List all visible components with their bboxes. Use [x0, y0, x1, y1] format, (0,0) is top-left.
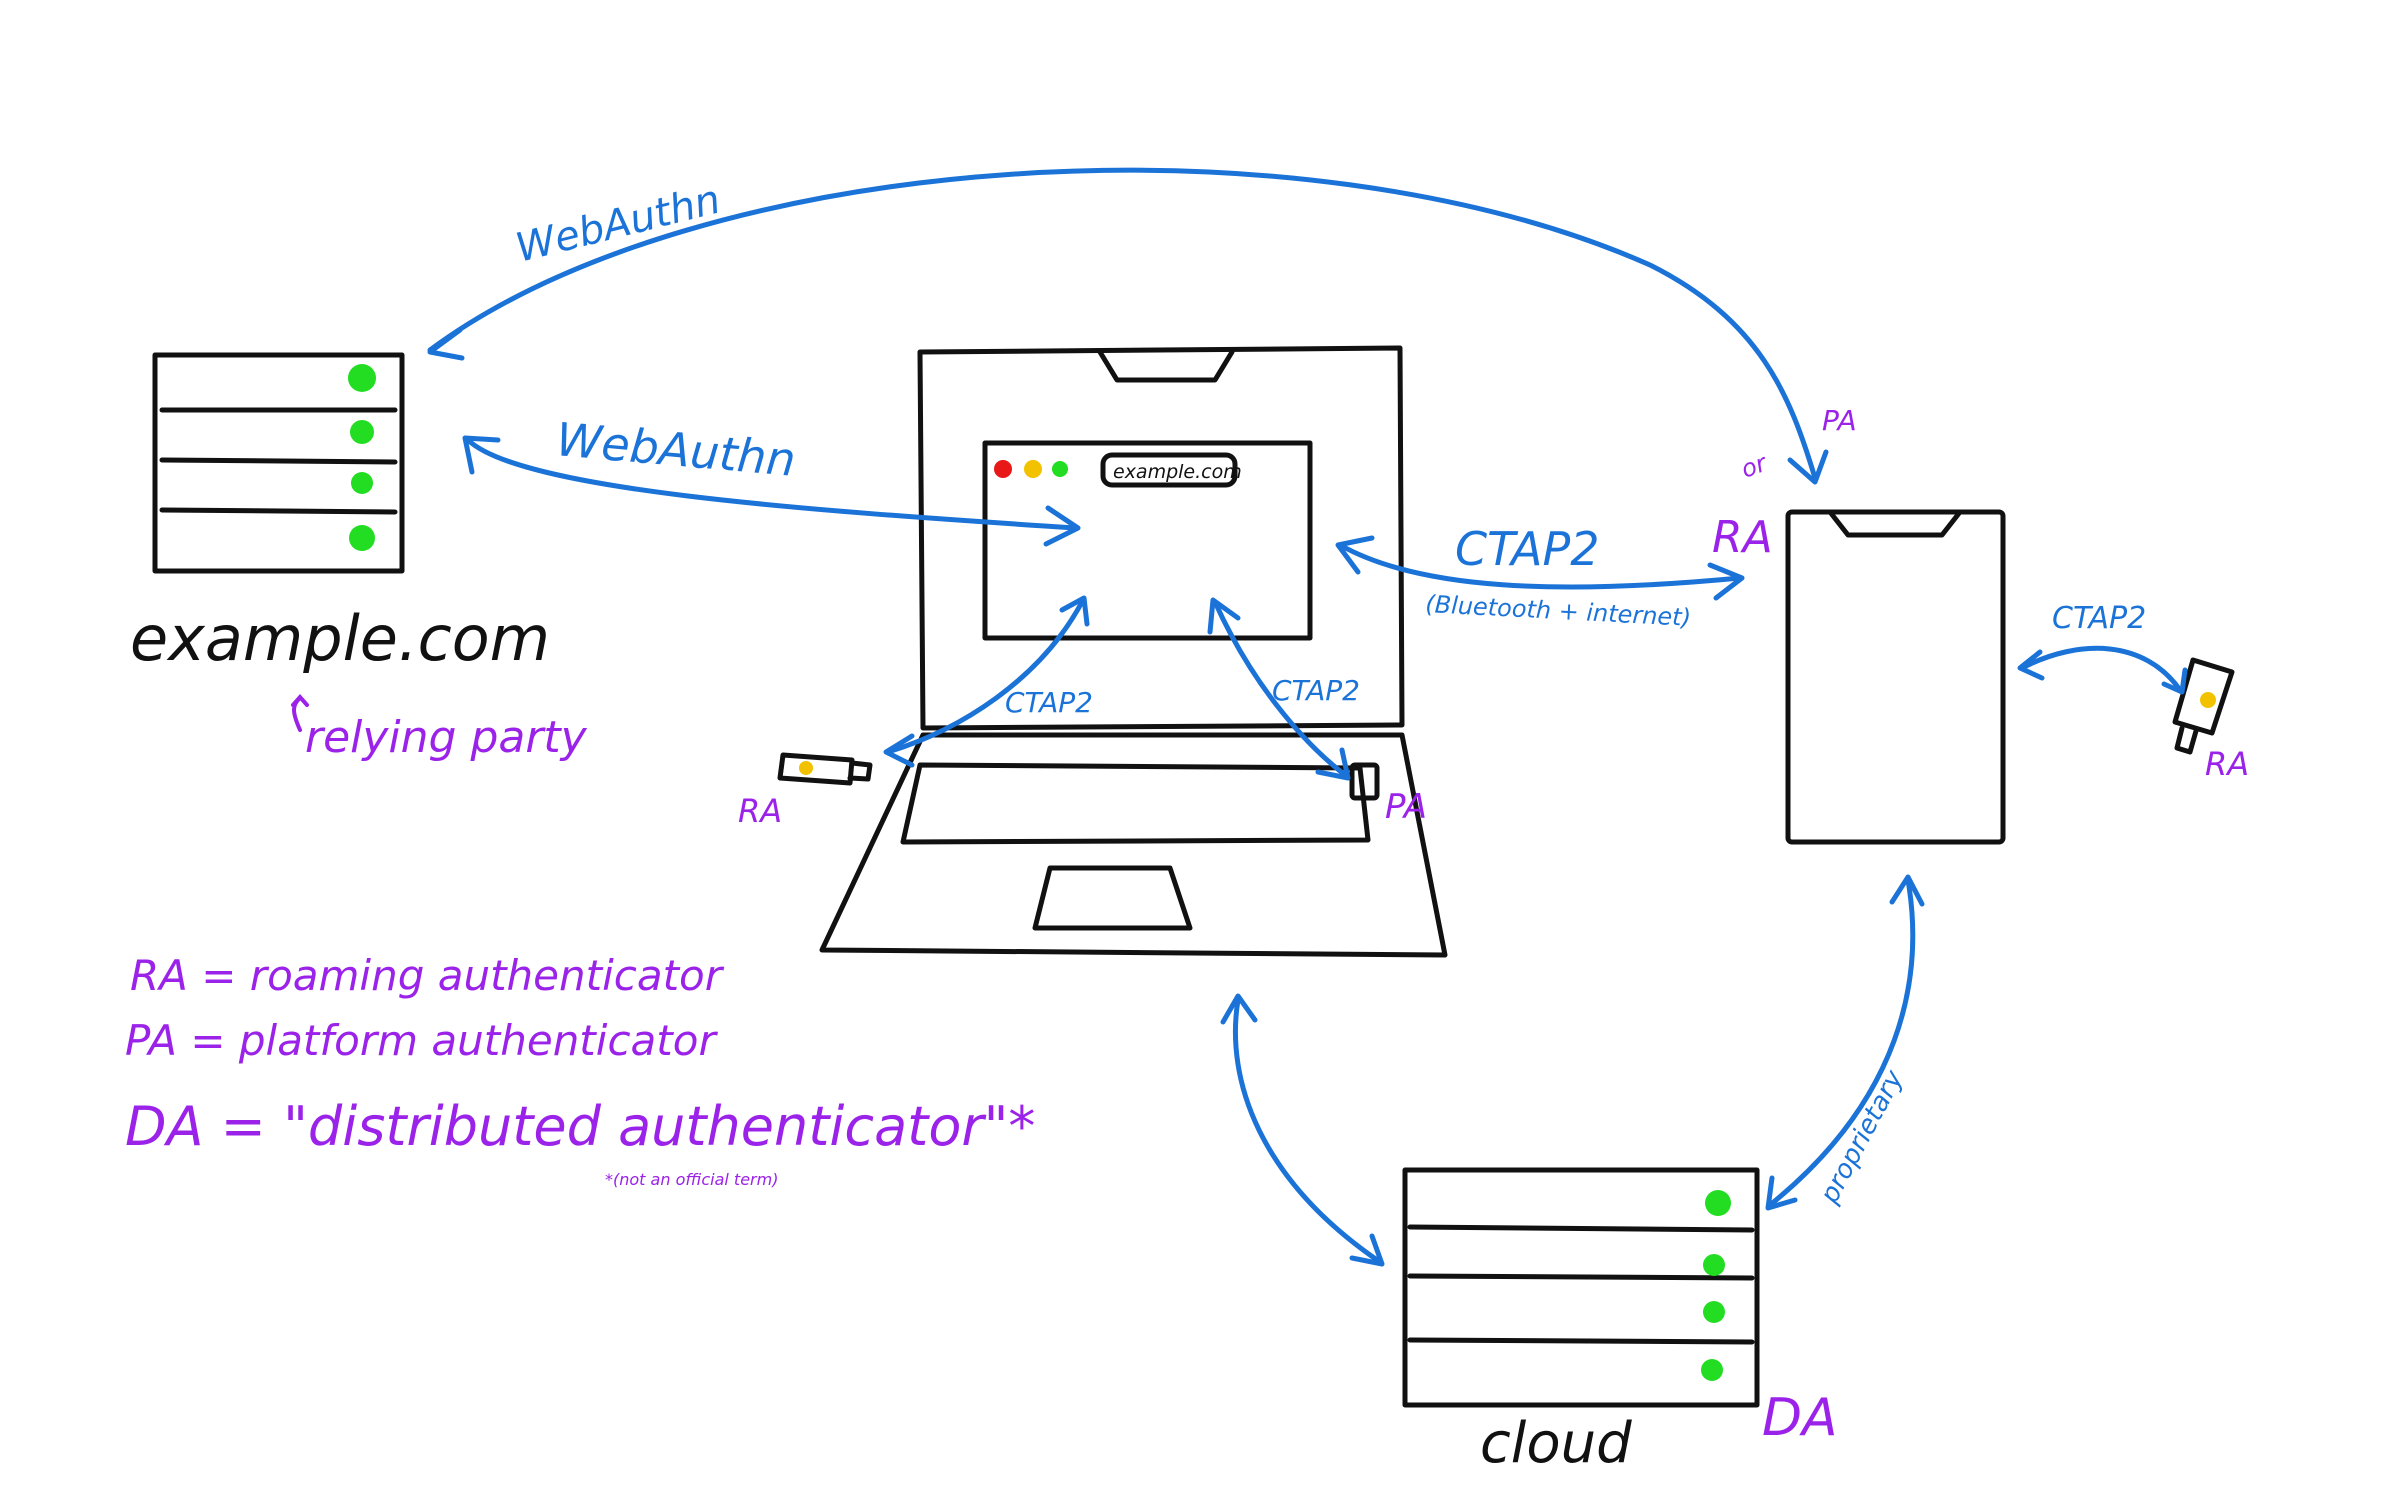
label-pa-laptop: PA — [1385, 787, 1427, 827]
legend-pa: PA = platform authenticator — [125, 1016, 718, 1065]
label-ra-usb-right: RA — [2205, 745, 2249, 783]
laptop — [819, 345, 1448, 958]
legend-ra: RA = roaming authenticator — [130, 951, 725, 1000]
server-status-led — [349, 525, 375, 551]
label-proprietary: proprietary — [1814, 1065, 1910, 1209]
server-status-led — [351, 472, 373, 494]
address-bar-url: example.com — [1113, 461, 1242, 483]
legend: RA = roaming authenticator PA = platform… — [125, 951, 1035, 1189]
arrow-phone-cloud — [1767, 877, 1916, 1208]
address-bar[interactable] — [1100, 452, 1238, 488]
relying-party-pointer — [291, 693, 309, 732]
relying-party-server — [152, 352, 405, 574]
maximize-dot — [1052, 461, 1068, 477]
label-webauthn-top: WebAuthn — [511, 177, 725, 272]
label-ctap2-left: CTAP2 — [1005, 686, 1093, 719]
arrow-ctap2-phone — [1337, 542, 1743, 590]
label-ra-usb-left: RA — [738, 792, 782, 830]
fingerprint-sensor — [1349, 762, 1380, 801]
arrow-ctap2-key — [2019, 645, 2183, 693]
arrow-ctap2-left — [885, 599, 1085, 755]
server-status-led — [348, 364, 376, 392]
arrow-webauthn-top — [427, 167, 1818, 481]
legend-footnote: *(not an official term) — [605, 1170, 778, 1189]
legend-da: DA = "distributed authenticator"* — [125, 1095, 1035, 1158]
arrow-webauthn-mid — [465, 437, 1078, 531]
server-status-led — [1705, 1190, 1731, 1216]
close-dot — [994, 460, 1012, 478]
label-ra-phone: RA — [1712, 512, 1773, 563]
label-or: or — [1737, 448, 1772, 483]
phone — [1785, 509, 2006, 845]
browser-window: example.com — [982, 440, 1313, 641]
relying-party-name: example.com — [130, 602, 550, 675]
relying-party-role: relying party — [305, 712, 588, 763]
arrow-ctap2-right — [1212, 599, 1348, 778]
cloud-label: cloud — [1480, 1411, 1632, 1476]
server-status-led — [1703, 1301, 1725, 1323]
arrows — [427, 167, 2188, 1267]
label-pa-top: PA — [1822, 404, 1857, 437]
distributed-authenticator-label: DA — [1762, 1388, 1838, 1448]
label-ctap2-key: CTAP2 — [2052, 601, 2146, 636]
label-ctap2-phone: CTAP2 — [1455, 522, 1599, 576]
label-ctap2-right: CTAP2 — [1272, 674, 1360, 707]
arrow-laptop-cloud — [1233, 997, 1383, 1265]
usb-key-left — [777, 752, 873, 786]
label-webauthn-mid: WebAuthn — [554, 412, 798, 487]
server-status-led — [1701, 1359, 1723, 1381]
server-status-led — [1703, 1254, 1725, 1276]
minimize-dot — [1024, 460, 1042, 478]
server-status-led — [350, 420, 374, 444]
usb-key-right — [2172, 657, 2235, 755]
cloud-server — [1402, 1167, 1760, 1408]
label-ctap2-phone-sub: (Bluetooth + internet) — [1425, 590, 1692, 632]
